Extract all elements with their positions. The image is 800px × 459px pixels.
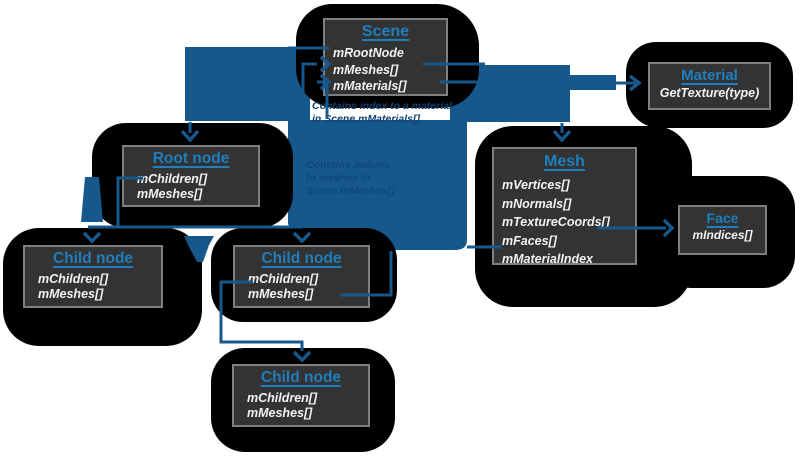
material-class-box: Material GetTexture(type) <box>648 62 771 110</box>
face-class-box: Face mIndices[] <box>678 205 767 255</box>
note-material-index: Contains index to a material in Scene.mM… <box>312 100 452 126</box>
mesh-field-mvertices: mVertices[] <box>502 178 570 192</box>
child-node-title: Child node <box>261 250 342 267</box>
child-field-mchildren: mChildren[] <box>248 272 319 286</box>
mesh-field-mmaterialindex: mMaterialIndex <box>502 252 594 266</box>
scene-field-mmeshes: mMeshes[] <box>333 62 399 77</box>
mesh-field-mnormals: mNormals[] <box>502 196 572 211</box>
scene-class-box: Scene mRootNode mMeshes[] mMaterials[] <box>323 18 448 96</box>
scene-field-mrootnode: mRootNode <box>333 46 404 60</box>
mesh-field-mtexturecoords: mTextureCoords[] <box>502 215 610 229</box>
note-line: Scene.mMeshes[] <box>306 185 395 197</box>
child-field-mmeshes: mMeshes[] <box>248 287 314 301</box>
child-field-mmeshes: mMeshes[] <box>38 287 104 301</box>
face-title: Face <box>706 210 739 226</box>
material-title: Material <box>681 67 738 84</box>
note-line: Contains index to a material <box>312 100 453 112</box>
child-node-title: Child node <box>260 369 342 386</box>
child-field-mchildren: mChildren[] <box>38 272 109 286</box>
material-field-gettexture: GetTexture(type) <box>659 86 760 100</box>
scene-field-mmaterials: mMaterials[] <box>333 79 407 93</box>
note-line: Contains indices <box>306 159 391 171</box>
child-node-1-box: Child node mChildren[] mMeshes[] <box>23 245 163 308</box>
child-node-3-box: Child node mChildren[] mMeshes[] <box>232 364 370 427</box>
ribbon-scene-to-root <box>185 47 310 121</box>
scene-title: Scene <box>361 23 410 40</box>
mesh-field-mfaces: mFaces[] <box>502 233 557 248</box>
root-field-mmeshes: mMeshes[] <box>137 187 203 201</box>
mesh-class-box: Mesh mVertices[] mNormals[] mTextureCoor… <box>492 147 637 266</box>
child-field-mmeshes: mMeshes[] <box>247 406 313 420</box>
note-line: to meshes in <box>306 172 371 184</box>
root-node-title: Root node <box>152 150 230 167</box>
child-field-mchildren: mChildren[] <box>247 391 318 405</box>
root-node-box: Root node mChildren[] mMeshes[] <box>122 145 260 207</box>
child-node-title: Child node <box>52 250 134 267</box>
note-line: in Scene.mMaterials[] <box>312 113 420 125</box>
child-node-2-box: Child node mChildren[] mMeshes[] <box>233 245 370 308</box>
root-field-mchildren: mChildren[] <box>137 172 208 186</box>
face-field-mindices: mIndices[] <box>692 228 753 242</box>
note-mesh-indices: Contains indices to meshes in Scene.mMes… <box>306 159 395 198</box>
mesh-title: Mesh <box>544 153 585 170</box>
